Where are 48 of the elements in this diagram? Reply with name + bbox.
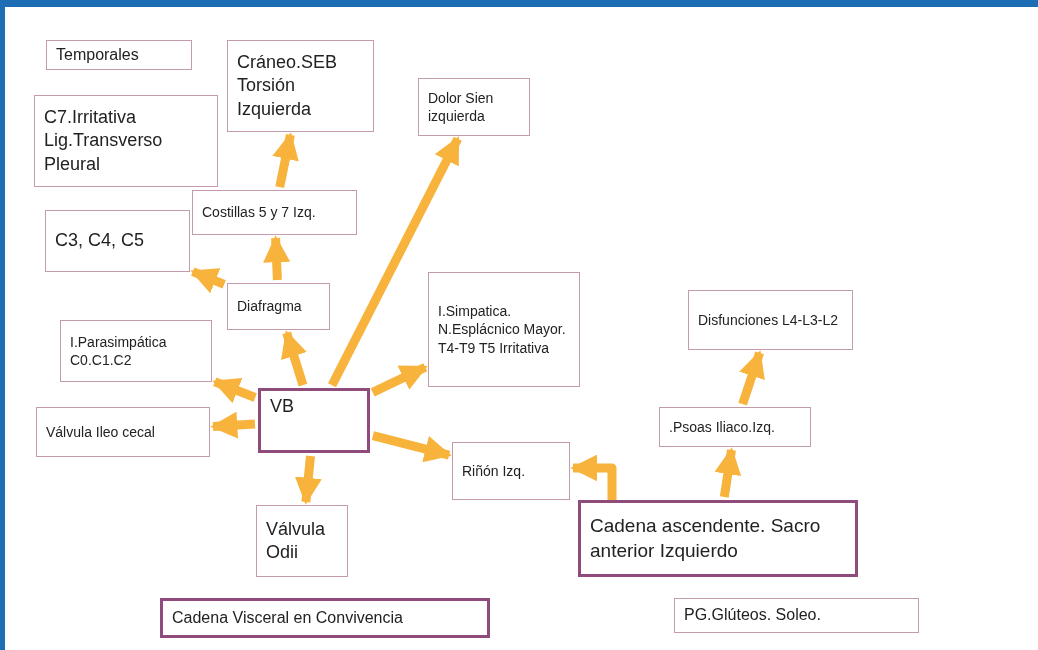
arrow [714, 447, 742, 498]
node-text: I.Simpatica. N.Esplácnico Mayor. T4-T9 T5 Irritativa [438, 302, 567, 357]
text-box [688, 290, 853, 350]
arrow [263, 235, 291, 281]
node-text: C3, C4, C5 [55, 229, 145, 253]
text-box [418, 78, 530, 136]
text-box [227, 283, 330, 330]
node-text: VB [270, 395, 294, 418]
text-box [674, 598, 919, 633]
text-box [428, 272, 580, 387]
text-box [578, 500, 858, 577]
node-text: Cadena ascendente. Sacro anterior Izquierdo [590, 513, 822, 563]
text-box [256, 505, 348, 577]
node-text: PG.Glúteos. Soleo. [684, 605, 821, 626]
arrow [281, 330, 308, 387]
node-text: Válvula Odii [266, 517, 327, 564]
node-text: Válvula Ileo cecal [46, 422, 155, 442]
arrow [212, 377, 257, 404]
node-text: Temporales [56, 44, 139, 65]
node-text: C7.Irritativa Lig.Transverso Pleural [44, 105, 164, 176]
arrow [272, 132, 299, 188]
node-text: .Psoas Iliaco.Izq. [669, 417, 775, 437]
node-text: Cráneo.SEB Torsión Izquierda [237, 50, 339, 121]
node-text: I.Parasimpática C0.C1.C2 [70, 332, 168, 370]
arrow [190, 267, 226, 294]
text-box [36, 407, 210, 457]
node-text: Diafragma [237, 297, 302, 316]
arrow [738, 350, 765, 406]
node-text: Costillas 5 y 7 Izq. [202, 203, 316, 222]
arrow [210, 411, 256, 439]
text-box [45, 210, 190, 272]
text-box [46, 40, 192, 70]
node-text: Cadena Visceral en Convivencia [172, 607, 403, 628]
text-box [192, 190, 357, 235]
node-text: Dolor Sien izquierda [428, 88, 495, 126]
text-box [258, 388, 370, 453]
text-box [60, 320, 212, 382]
arrow [328, 136, 462, 388]
text-box [659, 407, 811, 447]
text-box [452, 442, 570, 500]
node-text: Disfunciones L4-L3-L2 [698, 310, 839, 330]
arrow [294, 455, 322, 505]
text-box [160, 598, 490, 638]
text-box [34, 95, 218, 187]
arrow [370, 363, 428, 397]
text-box [227, 40, 374, 132]
arrow [371, 431, 452, 463]
node-text: Riñón Izq. [462, 461, 526, 481]
